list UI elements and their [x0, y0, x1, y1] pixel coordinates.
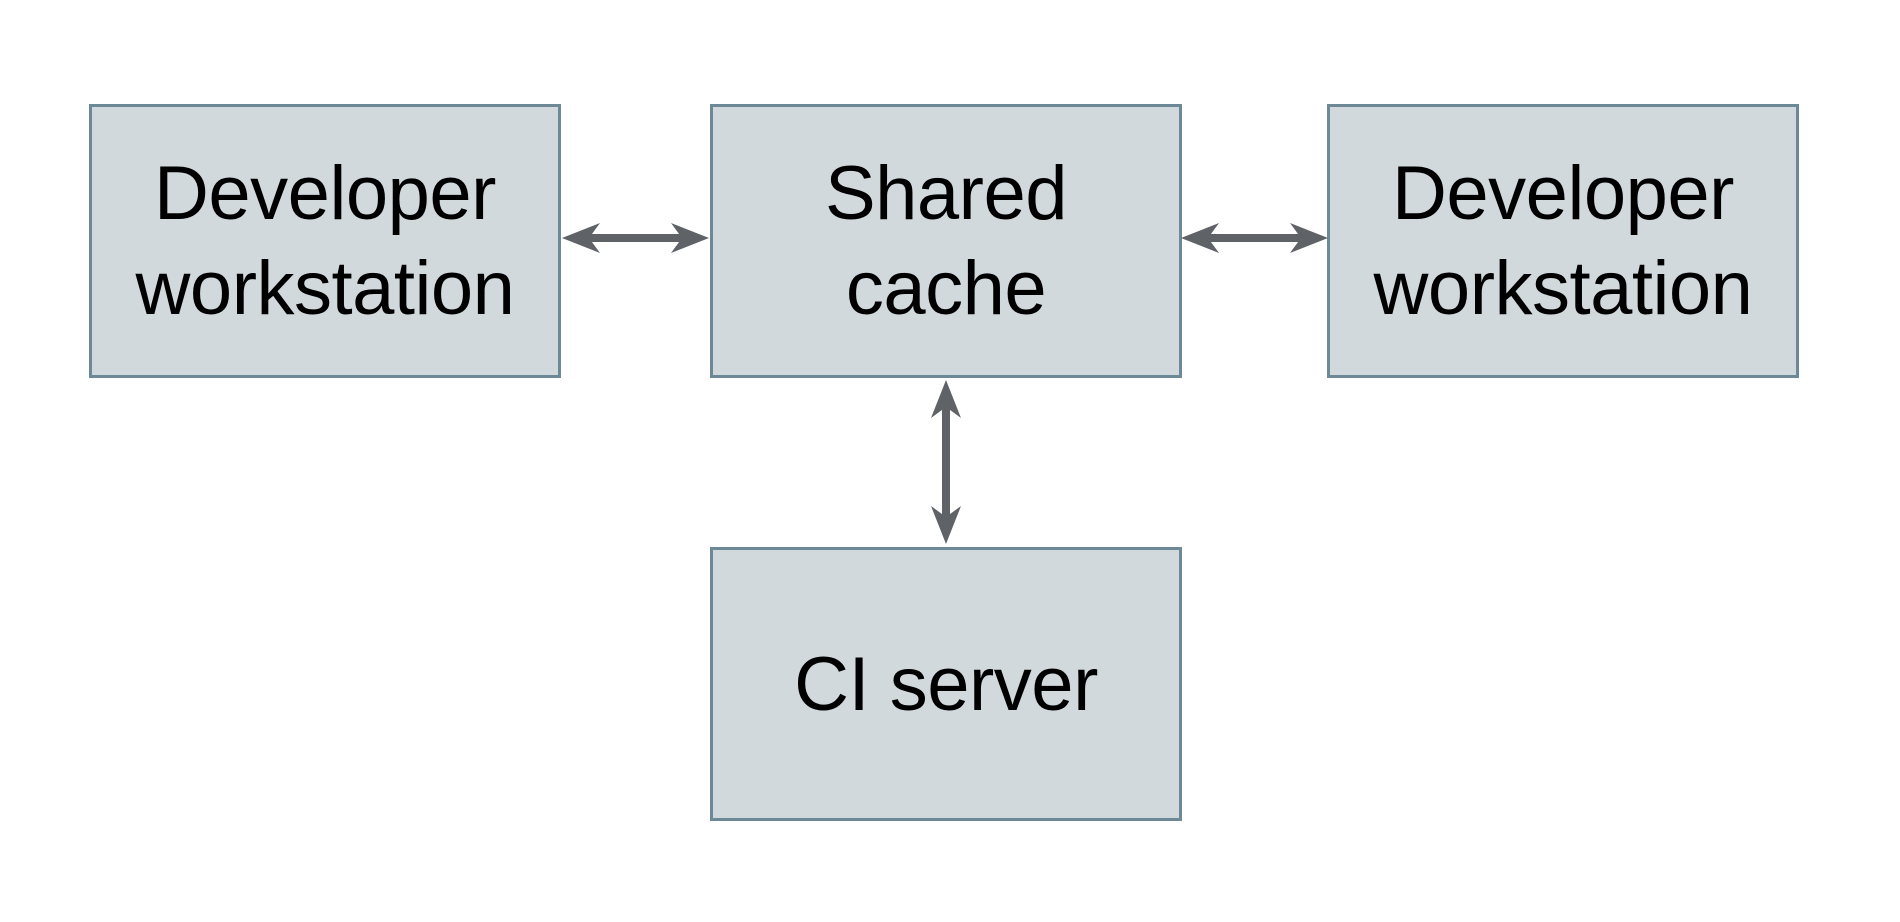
node-label-developer-workstation-left: Developer workstation	[135, 151, 515, 331]
bidirectional-arrow-icon-shared-cache-to-right-workstation	[1181, 223, 1328, 253]
node-ci-server: CI server	[710, 547, 1182, 821]
node-label-ci-server: CI server	[794, 641, 1098, 727]
node-developer-workstation-left: Developer workstation	[89, 104, 561, 378]
bidirectional-arrow-icon-shared-cache-to-ci-server	[931, 380, 961, 544]
node-shared-cache: Shared cache	[710, 104, 1182, 378]
bidirectional-arrow-icon-left-workstation-to-shared-cache	[562, 223, 709, 253]
node-label-developer-workstation-right: Developer workstation	[1373, 151, 1753, 331]
node-developer-workstation-right: Developer workstation	[1327, 104, 1799, 378]
node-label-shared-cache: Shared cache	[824, 151, 1068, 331]
